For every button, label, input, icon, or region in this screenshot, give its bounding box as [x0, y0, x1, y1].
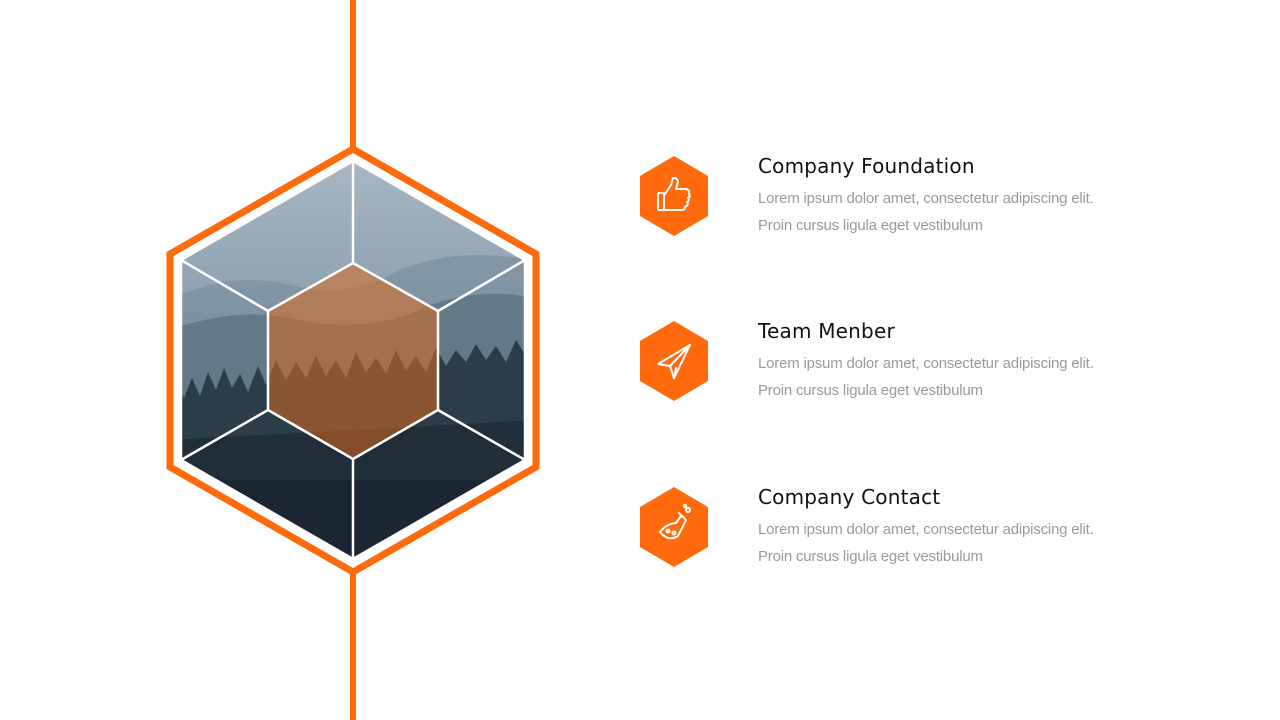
paper-plane-icon [640, 321, 708, 401]
mountain-forest-photo [181, 161, 525, 559]
feature-text: Company Foundation Lorem ipsum dolor ame… [758, 153, 1218, 239]
feature-description: Lorem ipsum dolor amet, consectetur adip… [758, 185, 1218, 239]
feature-title: Team Menber [758, 319, 895, 343]
feature-item-company-foundation: Company Foundation Lorem ipsum dolor ame… [638, 153, 1238, 239]
feature-description-line: Proin cursus ligula eget vestibulum [758, 382, 983, 399]
feature-title: Company Foundation [758, 154, 975, 178]
feature-description-line: Lorem ipsum dolor amet, consectetur adip… [758, 190, 1094, 207]
feature-title: Company Contact [758, 485, 941, 509]
feature-text: Company Contact Lorem ipsum dolor amet, … [758, 484, 1218, 570]
feature-item-company-contact: Company Contact Lorem ipsum dolor amet, … [638, 484, 1238, 570]
feature-description: Lorem ipsum dolor amet, consectetur adip… [758, 350, 1218, 404]
feature-description-line: Lorem ipsum dolor amet, consectetur adip… [758, 355, 1094, 372]
cube-lines [179, 159, 527, 561]
feature-description-line: Proin cursus ligula eget vestibulum [758, 548, 983, 565]
feature-item-team-member: Team Menber Lorem ipsum dolor amet, cons… [638, 318, 1238, 404]
feature-description-line: Proin cursus ligula eget vestibulum [758, 217, 983, 234]
feature-text: Team Menber Lorem ipsum dolor amet, cons… [758, 318, 1218, 404]
feature-description: Lorem ipsum dolor amet, consectetur adip… [758, 516, 1218, 570]
thumbs-up-icon [640, 156, 708, 236]
feature-description-line: Lorem ipsum dolor amet, consectetur adip… [758, 521, 1094, 538]
lab-flask-icon [640, 487, 708, 567]
